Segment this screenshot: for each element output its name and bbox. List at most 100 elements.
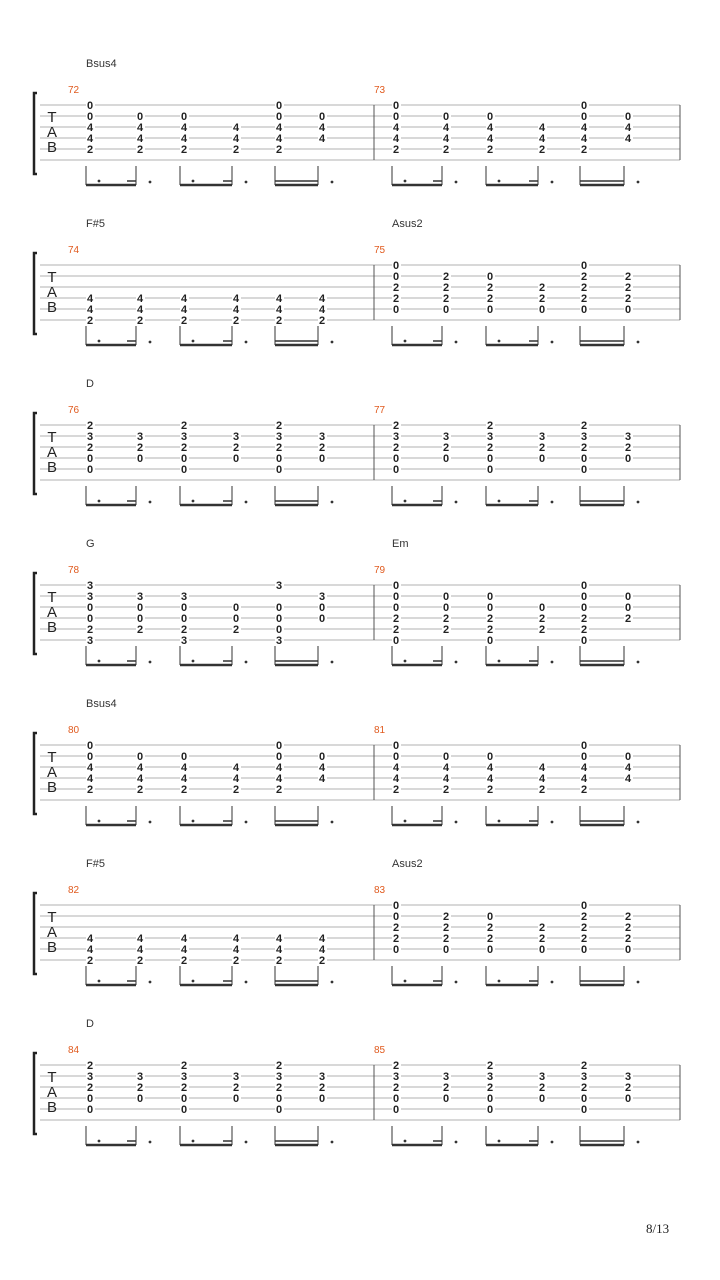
fret-mask: [180, 442, 189, 452]
fret-mask: [318, 1071, 327, 1081]
fret-number: 2: [443, 624, 449, 636]
rest-dot: [454, 340, 458, 344]
fret-number: 2: [393, 1060, 399, 1072]
fret-number: 0: [393, 911, 399, 923]
fret-mask: [136, 944, 145, 954]
fret-number: 2: [233, 144, 239, 156]
rest-dot: [454, 500, 458, 504]
fret-number: 0: [393, 635, 399, 647]
fret-mask: [136, 431, 145, 441]
fret-mask: [318, 1082, 327, 1092]
fret-mask: [486, 624, 495, 634]
tab-clef-letter: T: [47, 909, 56, 926]
fret-mask: [136, 591, 145, 601]
fret-number: 2: [581, 1082, 587, 1094]
fret-number: 0: [87, 464, 93, 476]
dot: [497, 339, 501, 343]
fret-number: 2: [137, 144, 143, 156]
fret-number: 0: [581, 1104, 587, 1116]
fret-number: 0: [137, 453, 143, 465]
tab-clef-letter: A: [47, 1084, 57, 1101]
fret-number: 2: [443, 933, 449, 945]
fret-mask: [486, 282, 495, 292]
fret-number: 0: [87, 613, 93, 625]
fret-mask: [580, 1104, 589, 1114]
fret-mask: [275, 442, 284, 452]
fret-number: 4: [319, 762, 326, 774]
fret-number: 2: [181, 144, 187, 156]
fret-mask: [392, 911, 401, 921]
fret-number: 2: [276, 144, 282, 156]
fret-number: 0: [625, 1093, 631, 1105]
measure-number: 72: [68, 85, 80, 96]
rest-dot: [636, 660, 640, 664]
fret-mask: [86, 784, 95, 794]
fret-number: 3: [181, 1071, 187, 1083]
dot: [97, 1139, 101, 1143]
fret-mask: [318, 762, 327, 772]
fret-number: 4: [581, 762, 588, 774]
dot: [97, 179, 101, 183]
fret-mask: [624, 602, 633, 612]
fret-number: 0: [625, 944, 631, 956]
fret-number: 2: [625, 293, 631, 305]
fret-mask: [275, 304, 284, 314]
fret-mask: [486, 442, 495, 452]
system-7: TABD842320032023200320232003208523200320…: [32, 1018, 681, 1147]
fret-mask: [624, 773, 633, 783]
fret-mask: [136, 122, 145, 132]
rest-dot: [330, 1140, 334, 1144]
fret-number: 2: [319, 315, 325, 327]
fret-mask: [580, 784, 589, 794]
fret-mask: [486, 453, 495, 463]
fret-number: 4: [625, 762, 632, 774]
fret-mask: [580, 613, 589, 623]
fret-number: 0: [393, 260, 399, 272]
fret-mask: [392, 304, 401, 314]
fret-mask: [275, 1071, 284, 1081]
fret-mask: [136, 453, 145, 463]
fret-mask: [392, 1082, 401, 1092]
fret-number: 2: [276, 1082, 282, 1094]
dot: [403, 979, 407, 983]
fret-number: 2: [393, 624, 399, 636]
fret-number: 4: [181, 293, 188, 305]
fret-mask: [275, 315, 284, 325]
fret-number: 2: [581, 1060, 587, 1072]
fret-mask: [180, 1082, 189, 1092]
fret-mask: [486, 1093, 495, 1103]
fret-mask: [86, 315, 95, 325]
fret-mask: [392, 762, 401, 772]
fret-number: 4: [276, 122, 283, 134]
fret-mask: [486, 271, 495, 281]
fret-number: 2: [137, 784, 143, 796]
fret-number: 4: [487, 133, 494, 145]
dot: [497, 499, 501, 503]
fret-mask: [624, 1071, 633, 1081]
fret-number: 3: [319, 591, 325, 603]
fret-mask: [580, 740, 589, 750]
fret-number: 0: [181, 464, 187, 476]
fret-mask: [392, 591, 401, 601]
fret-mask: [624, 762, 633, 772]
fret-number: 4: [276, 762, 283, 774]
dot: [497, 819, 501, 823]
fret-number: 0: [181, 1093, 187, 1105]
fret-number: 0: [393, 944, 399, 956]
fret-number: 2: [393, 1082, 399, 1094]
fret-number: 4: [625, 133, 632, 145]
fret-mask: [275, 100, 284, 110]
fret-number: 4: [443, 133, 450, 145]
measure-number: 81: [374, 725, 386, 736]
fret-mask: [86, 442, 95, 452]
fret-mask: [486, 1082, 495, 1092]
fret-mask: [392, 1060, 401, 1070]
fret-number: 0: [487, 1104, 493, 1116]
fret-mask: [538, 431, 547, 441]
fret-number: 4: [393, 762, 400, 774]
fret-number: 4: [181, 122, 188, 134]
tab-clef-letter: A: [47, 764, 57, 781]
fret-mask: [180, 1071, 189, 1081]
measure-number: 80: [68, 725, 80, 736]
